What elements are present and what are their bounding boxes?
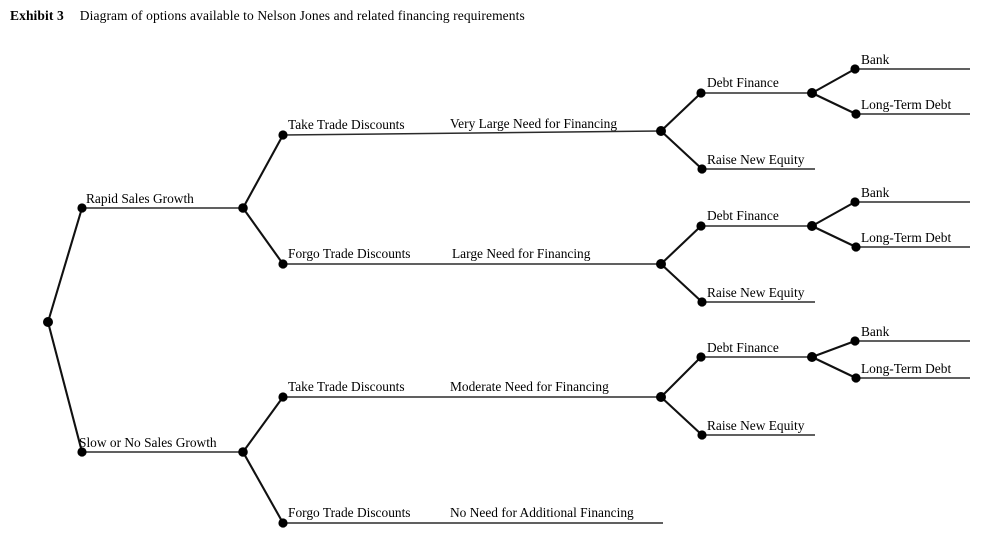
- node-g2-debt-finance[interactable]: [696, 221, 706, 231]
- edge-g3-to-debt-finance: [659, 355, 703, 399]
- edge-g1-to-long-term-debt: [810, 91, 858, 116]
- edge-g3-to-long-term-debt: [810, 355, 858, 380]
- node-g1-bank[interactable]: [850, 64, 860, 74]
- node-g3-raise-new-equity[interactable]: [697, 430, 707, 440]
- edge-g2-to-long-term-debt: [810, 224, 858, 249]
- node-root[interactable]: [43, 317, 53, 327]
- label-large-need: Large Need for Financing: [452, 246, 591, 261]
- edge-g2-to-bank: [810, 200, 857, 228]
- node-rapid-growth-split[interactable]: [238, 203, 248, 213]
- node-g1-raise-new-equity[interactable]: [697, 164, 707, 174]
- label-very-large-need: Very Large Need for Financing: [450, 116, 617, 131]
- edge-g1-to-debt-finance: [659, 91, 703, 133]
- label-slow-forgo-trade-discounts: Forgo Trade Discounts: [288, 505, 411, 520]
- node-g3-bank[interactable]: [850, 336, 860, 346]
- label-g1-long-term-debt: Long-Term Debt: [861, 97, 951, 112]
- node-slow-forgo-trade-discounts[interactable]: [278, 518, 288, 528]
- edge-group-rapid-split: [241, 133, 285, 266]
- label-slow-take-trade-discounts: Take Trade Discounts: [288, 379, 405, 394]
- label-g2-debt-finance: Debt Finance: [707, 208, 779, 223]
- label-rapid-forgo-trade-discounts: Forgo Trade Discounts: [288, 246, 411, 261]
- node-g1-long-term-debt[interactable]: [851, 109, 861, 119]
- exhibit-number: Exhibit 3: [10, 8, 64, 23]
- node-g3-long-term-debt[interactable]: [851, 373, 861, 383]
- label-g3-long-term-debt: Long-Term Debt: [861, 361, 951, 376]
- label-g2-long-term-debt: Long-Term Debt: [861, 230, 951, 245]
- node-dots: [43, 64, 861, 528]
- node-rapid-sales-growth[interactable]: [77, 203, 87, 213]
- node-g2-bank[interactable]: [850, 197, 860, 207]
- label-no-need: No Need for Additional Financing: [450, 505, 634, 520]
- edge-group-root: [46, 206, 84, 454]
- node-g1-debt-split[interactable]: [807, 88, 817, 98]
- edge-slow-to-forgo-discounts: [241, 450, 285, 525]
- node-labels: Rapid Sales Growth Slow or No Sales Grow…: [79, 52, 951, 520]
- exhibit-title: Diagram of options available to Nelson J…: [79, 8, 525, 23]
- edge-root-to-rapid-growth: [46, 206, 84, 324]
- node-g3-debt-split[interactable]: [807, 352, 817, 362]
- node-large-need-split[interactable]: [656, 259, 666, 269]
- edge-g2-to-debt-finance: [659, 224, 703, 266]
- label-g2-bank: Bank: [861, 185, 890, 200]
- node-slow-growth-split[interactable]: [238, 447, 248, 457]
- node-rapid-forgo-trade-discounts[interactable]: [278, 259, 288, 269]
- edge-rapid-to-take-discounts: [241, 133, 285, 210]
- financing-group-moderate: [659, 339, 970, 437]
- edge-rapid-to-forgo-discounts: [241, 206, 285, 266]
- label-g1-raise-new-equity: Raise New Equity: [707, 152, 805, 167]
- node-slow-take-trade-discounts[interactable]: [278, 392, 288, 402]
- edge-g1-to-bank: [810, 67, 857, 95]
- edge-group-need-stems: [282, 130, 663, 524]
- node-g3-debt-finance[interactable]: [696, 352, 706, 362]
- edge-root-to-slow-growth: [46, 320, 84, 454]
- label-g1-debt-finance: Debt Finance: [707, 75, 779, 90]
- stem-very-large-need: [282, 130, 662, 136]
- edge-slow-to-take-discounts: [241, 395, 285, 454]
- node-very-large-need-split[interactable]: [656, 126, 666, 136]
- node-g2-debt-split[interactable]: [807, 221, 817, 231]
- label-g3-bank: Bank: [861, 324, 890, 339]
- edge-g3-to-raise-equity: [659, 395, 704, 437]
- edge-g3-to-bank: [810, 339, 857, 359]
- exhibit-caption: Exhibit 3 Diagram of options available to…: [10, 8, 525, 24]
- financing-group-very-large: [659, 67, 970, 171]
- label-g3-debt-finance: Debt Finance: [707, 340, 779, 355]
- label-g3-raise-new-equity: Raise New Equity: [707, 418, 805, 433]
- label-moderate-need: Moderate Need for Financing: [450, 379, 609, 394]
- node-g1-debt-finance[interactable]: [696, 88, 706, 98]
- label-g1-bank: Bank: [861, 52, 890, 67]
- label-g2-raise-new-equity: Raise New Equity: [707, 285, 805, 300]
- node-g2-raise-new-equity[interactable]: [697, 297, 707, 307]
- label-slow-sales-growth: Slow or No Sales Growth: [79, 435, 217, 450]
- node-moderate-need-split[interactable]: [656, 392, 666, 402]
- node-g2-long-term-debt[interactable]: [851, 242, 861, 252]
- label-rapid-take-trade-discounts: Take Trade Discounts: [288, 117, 405, 132]
- node-rapid-take-trade-discounts[interactable]: [278, 130, 288, 140]
- label-rapid-sales-growth: Rapid Sales Growth: [86, 191, 194, 206]
- edge-group-growth-stems: [82, 207, 243, 453]
- edge-group-slow-split: [241, 395, 285, 525]
- edge-g2-to-raise-equity: [659, 262, 704, 304]
- edge-g1-to-raise-equity: [659, 129, 704, 171]
- node-slow-sales-growth[interactable]: [77, 447, 87, 457]
- financing-group-large: [659, 200, 970, 304]
